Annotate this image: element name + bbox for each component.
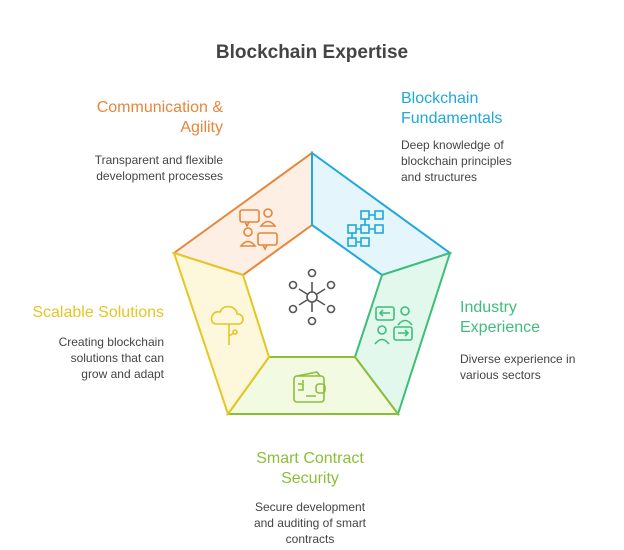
wallet-icon bbox=[293, 371, 326, 403]
description-communication: Transparent and flexible development pro… bbox=[94, 153, 223, 183]
blocks-icon bbox=[347, 210, 384, 247]
growing-tree-icon bbox=[210, 305, 244, 345]
network-hub-icon bbox=[288, 268, 336, 326]
segment-scalable bbox=[172, 251, 271, 417]
description-security: Secure development and auditing of smart… bbox=[253, 500, 367, 546]
description-industry: Diverse experience in various sectors bbox=[460, 352, 576, 382]
heading-security: Smart Contract Security bbox=[256, 450, 364, 487]
description-scalable: Creating blockchain solutions that can g… bbox=[58, 335, 164, 381]
heading-fundamentals: Blockchain Fundamentals bbox=[401, 90, 503, 127]
description-fundamentals: Deep knowledge of blockchain principles … bbox=[401, 138, 512, 184]
heading-industry: Industry Experience bbox=[460, 299, 541, 336]
communication-icon bbox=[239, 208, 278, 251]
exchange-people-icon bbox=[374, 306, 413, 345]
diagram-title: Blockchain Expertise bbox=[215, 42, 409, 63]
heading-communication: Communication & Agility bbox=[96, 99, 223, 136]
heading-scalable: Scalable Solutions bbox=[32, 304, 164, 321]
